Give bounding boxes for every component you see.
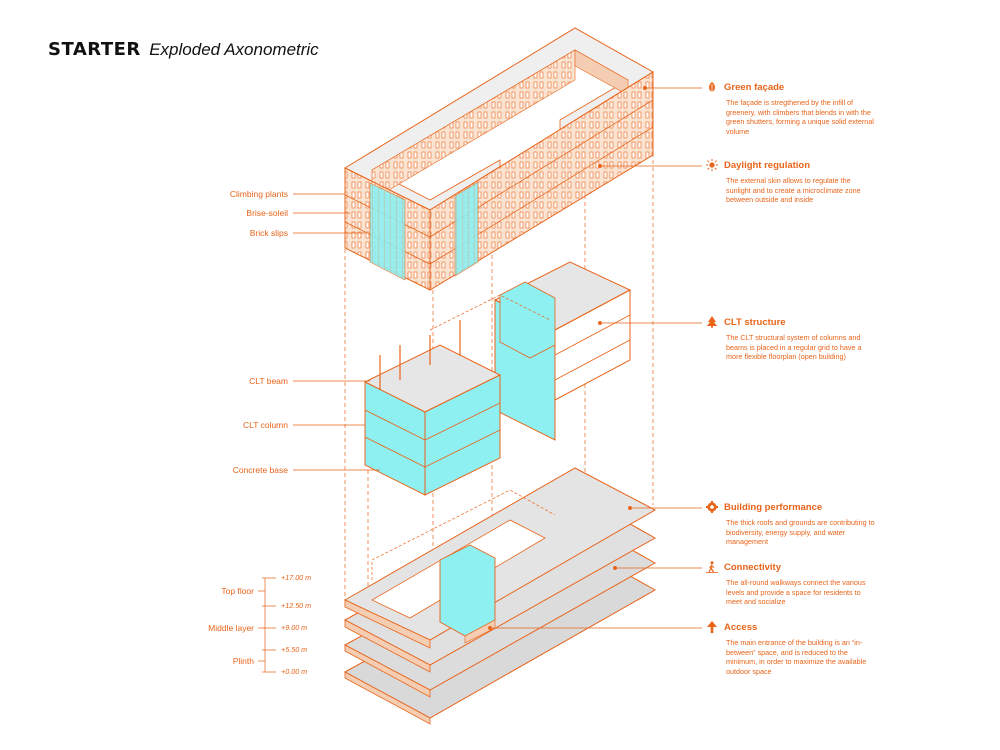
sun-icon bbox=[706, 159, 718, 171]
level-top-floor: Top floor bbox=[221, 586, 254, 596]
level-middle-layer: Middle layer bbox=[208, 623, 254, 633]
elevation-label: +0.00 m bbox=[281, 667, 308, 676]
annotation-green-facade: Green façade bbox=[706, 81, 784, 93]
leader-lines-right bbox=[488, 86, 702, 630]
annotation-title: Connectivity bbox=[724, 561, 782, 573]
title-main: STARTER bbox=[48, 39, 141, 60]
elevation-label: +5.50 m bbox=[281, 645, 308, 654]
level-scale bbox=[258, 577, 276, 673]
page-title: STARTER Exploded Axonometric bbox=[48, 39, 319, 60]
annotation-body: The external skin allows to regulate the… bbox=[726, 176, 861, 205]
annotation-access: Access bbox=[706, 621, 757, 633]
leaf-icon bbox=[709, 82, 715, 92]
tree-icon bbox=[707, 316, 717, 328]
annotation-body: The all-round walkways connect the vario… bbox=[726, 578, 866, 607]
annotation-daylight-regulation: Daylight regulation bbox=[706, 159, 810, 171]
label-brise-soleil: Brise-soleil bbox=[246, 208, 288, 218]
annotation-title: CLT structure bbox=[724, 316, 786, 328]
annotation-connectivity: Connectivity bbox=[706, 561, 781, 573]
annotation-body: The main entrance of the building is an … bbox=[726, 638, 867, 676]
walker-icon bbox=[706, 561, 718, 573]
elevation-label: +12.50 m bbox=[281, 601, 312, 610]
arrow-up-icon bbox=[707, 621, 717, 633]
elevation-label: +17.00 m bbox=[281, 573, 312, 582]
label-climbing-plants: Climbing plants bbox=[229, 189, 288, 199]
annotation-clt-structure: CLT structure bbox=[706, 316, 786, 328]
leader-lines-left bbox=[293, 193, 380, 471]
level-plinth: Plinth bbox=[232, 656, 254, 666]
annotation-title: Building performance bbox=[724, 501, 823, 513]
annotation-body: The thick roofs and grounds are contribu… bbox=[726, 518, 875, 547]
label-clt-beam: CLT beam bbox=[249, 376, 288, 386]
annotation-title: Access bbox=[724, 621, 758, 633]
label-concrete-base: Concrete base bbox=[232, 465, 288, 475]
label-clt-column: CLT column bbox=[242, 420, 288, 430]
label-brick-slips: Brick slips bbox=[249, 228, 288, 238]
annotation-title: Daylight regulation bbox=[724, 159, 811, 171]
annotation-building-performance: Building performance bbox=[706, 501, 822, 513]
annotation-body: The façade is stregthened by the infill … bbox=[726, 98, 874, 136]
gear-icon bbox=[706, 501, 718, 513]
annotation-body: The CLT structural system of columns and… bbox=[726, 333, 862, 362]
slab-stack bbox=[343, 467, 657, 725]
annotation-title: Green façade bbox=[724, 81, 785, 93]
clt-structure bbox=[363, 261, 632, 496]
title-sub: Exploded Axonometric bbox=[149, 40, 319, 59]
elevation-label: +9.00 m bbox=[281, 623, 308, 632]
facade-volume bbox=[343, 27, 654, 291]
